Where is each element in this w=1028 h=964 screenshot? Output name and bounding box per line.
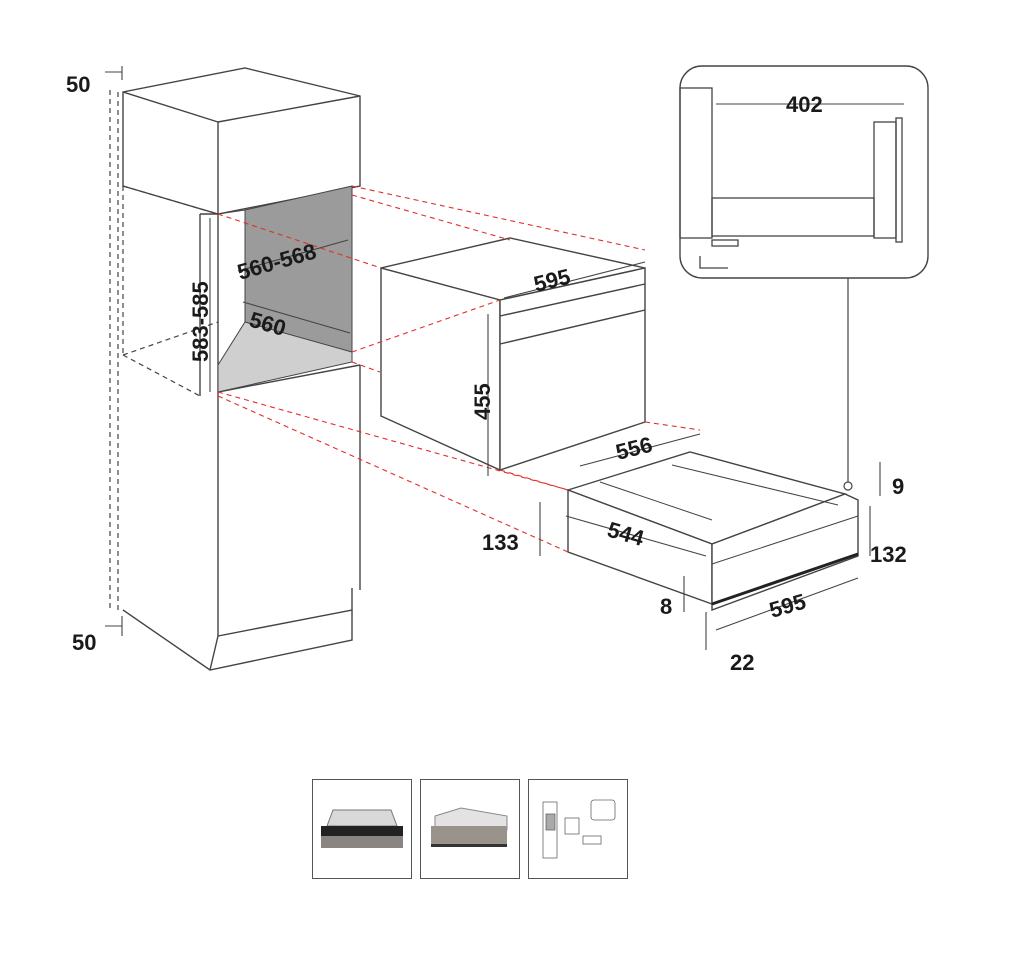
warming-drawer [565, 451, 859, 612]
dim-front-height: 132 [870, 542, 907, 567]
oven [380, 237, 646, 472]
thumbnail-drawer-front[interactable] [312, 779, 412, 879]
thumbnail-installation-diagram[interactable] [528, 779, 628, 879]
installation-diagram: 50 50 560-568 560 583-585 595 455 556 54… [66, 65, 929, 675]
cabinet-hidden-lines [109, 90, 219, 612]
dim-detail-width: 402 [786, 92, 823, 117]
projection-lines [217, 185, 701, 553]
detail-callout [679, 65, 929, 491]
dim-drawer-height: 133 [482, 530, 519, 555]
dim-front-thickness: 22 [730, 650, 754, 675]
tall-cabinet [122, 67, 361, 671]
dim-cabinet-top: 50 [66, 72, 90, 97]
dim-niche-height: 583-585 [188, 281, 213, 362]
dimension-lines [105, 66, 904, 650]
dim-cabinet-bottom: 50 [72, 630, 96, 655]
drawer-side-image [431, 807, 508, 847]
dim-front-top: 9 [892, 474, 904, 499]
dim-oven-height: 455 [470, 383, 495, 420]
thumbnail-drawer-side[interactable] [420, 779, 520, 879]
dim-front-width: 595 [766, 589, 808, 623]
installation-diagram-thumbnail [542, 799, 616, 859]
thumbnail-strip [312, 779, 628, 879]
drawer-front-image [321, 809, 403, 848]
niche-floor [217, 321, 353, 393]
dim-drawer-depth-outer: 556 [613, 432, 655, 465]
dim-front-bottom: 8 [660, 594, 672, 619]
